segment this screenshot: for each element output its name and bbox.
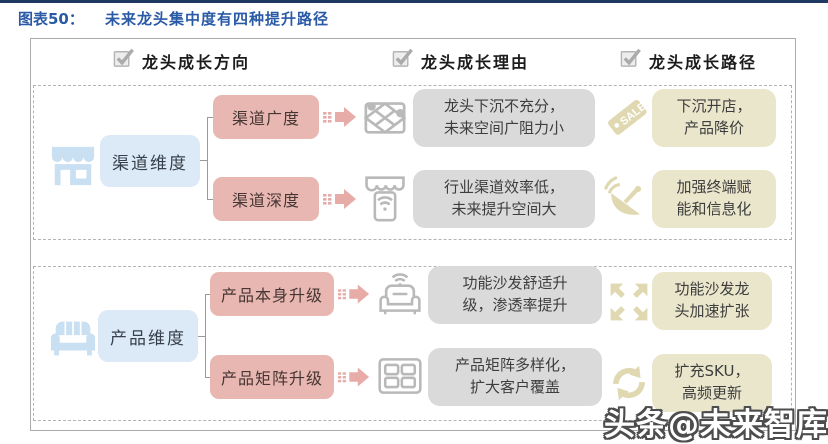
- connector-line: [207, 199, 213, 200]
- smart-sofa-icon: [376, 271, 424, 317]
- figure-title: 未来龙头集中度有四种提升路径: [105, 10, 330, 28]
- connector-line: [205, 377, 210, 378]
- reason-node-channel-depth: 行业渠道效率低，未来提升空间大: [413, 170, 595, 228]
- map-pins-icon: [362, 95, 408, 139]
- reason-node-matrix-diverse: 产品矩阵多样化，扩大客户覆盖: [428, 348, 602, 406]
- checkbox-check-icon: [112, 46, 135, 69]
- column-header-reason: 龙头成长理由: [421, 53, 530, 72]
- column-header-path: 龙头成长路径: [649, 53, 758, 72]
- path-node-sku-expand: 扩充SKU，高频更新: [652, 354, 772, 412]
- path-node-leader-expansion: 功能沙发龙头加速扩张: [652, 272, 772, 330]
- expand-arrows-icon: [608, 281, 650, 323]
- reason-node-sofa-comfort: 功能沙发舒适升级，渗透率提升: [428, 266, 602, 324]
- top-divider-bar: [0, 0, 828, 3]
- direction-node-product-upgrade: 产品本身升级: [210, 272, 334, 316]
- checkbox-check-icon: [619, 46, 642, 69]
- striped-arrow-icon: [322, 103, 358, 131]
- striped-arrow-icon: [322, 185, 358, 213]
- checkbox-check-icon: [391, 46, 414, 69]
- satellite-dish-icon: [603, 174, 650, 220]
- dimension-node-channel: 渠道维度: [100, 135, 200, 187]
- sofa-icon: [48, 316, 98, 358]
- product-matrix-icon: [376, 354, 424, 398]
- connector-line: [198, 336, 205, 337]
- path-node-open-stores: 下沉开店，产品降价: [652, 89, 776, 147]
- connector-line: [205, 294, 210, 295]
- watermark: 头条@未来智库: [604, 407, 828, 443]
- direction-node-matrix-upgrade: 产品矩阵升级: [210, 355, 334, 399]
- connector-line: [200, 160, 207, 161]
- connector-line: [207, 117, 208, 200]
- striped-arrow-icon: [337, 363, 371, 391]
- storefront-icon: [48, 143, 98, 189]
- direction-node-channel-depth: 渠道深度: [213, 177, 319, 221]
- column-header-direction: 龙头成长方向: [142, 53, 251, 72]
- figure-number-label: 图表50：: [18, 10, 84, 28]
- refresh-icon: [608, 362, 650, 404]
- dimension-node-product: 产品维度: [98, 310, 198, 362]
- striped-arrow-icon: [337, 280, 371, 308]
- connector-line: [205, 294, 206, 378]
- connector-line: [207, 117, 213, 118]
- store-phone-icon: [362, 174, 408, 222]
- reason-node-channel-breadth: 龙头下沉不充分，未来空间广阻力小: [413, 89, 595, 147]
- sale-tag-icon: SALE: [604, 95, 650, 139]
- path-node-terminal-empower: 加强终端赋能和信息化: [652, 170, 776, 228]
- direction-node-channel-breadth: 渠道广度: [213, 95, 319, 139]
